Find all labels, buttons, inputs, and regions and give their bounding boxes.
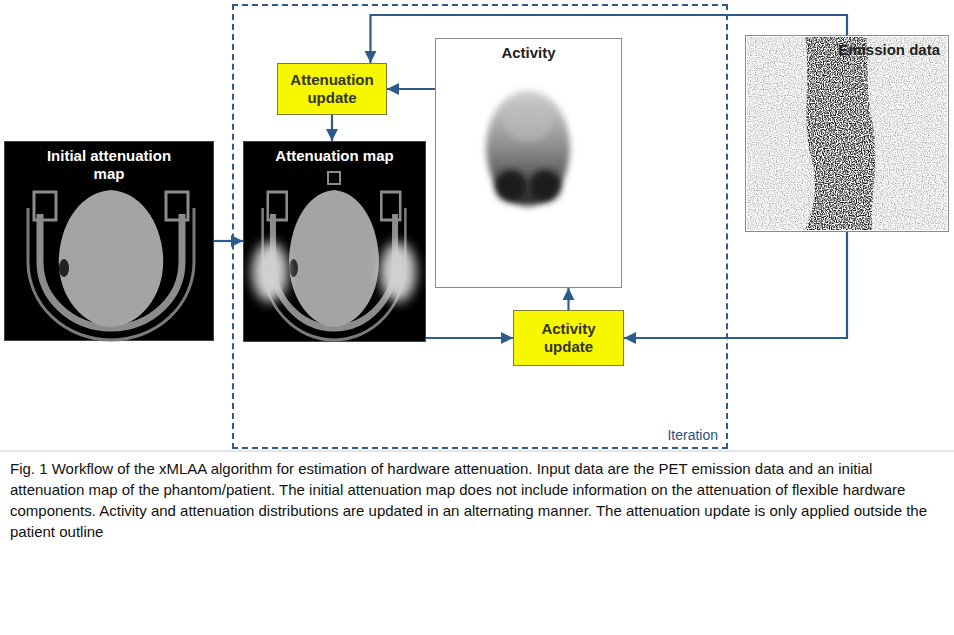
image-panel: Initial attenuation map (4, 141, 214, 341)
flow-arrow (214, 240, 243, 242)
caption-rule (0, 451, 954, 452)
map-head (252, 172, 416, 340)
node-label: Activity (501, 44, 555, 61)
image-panel: Emission data (745, 35, 949, 232)
node-label: Activity update (520, 320, 617, 356)
node-label: Attenuation update (284, 71, 380, 107)
figure-caption: Fig. 1 Workflow of the xMLAA algorithm f… (10, 458, 946, 542)
image-panel: Attenuation map (243, 141, 426, 342)
illustration-part (504, 98, 552, 142)
illustration-part (252, 242, 288, 302)
illustration-part (747, 37, 947, 230)
initial-head (28, 190, 194, 340)
iteration-frame: Iteration Attenuation update ActivityAtten… (232, 4, 728, 449)
flow-arrow (331, 115, 333, 141)
process-box: Activity update (513, 310, 624, 366)
illustration-part (495, 170, 527, 202)
node-label: Attenuation map (275, 147, 393, 165)
illustration-part (328, 172, 340, 184)
image-panel: Activity (435, 38, 622, 288)
flow-arrow (624, 232, 847, 338)
node-label: Iteration (667, 427, 718, 443)
sinogram (747, 37, 947, 230)
illustration-part (380, 242, 416, 302)
illustration-part (747, 37, 947, 230)
activity-brain (486, 90, 570, 206)
flow-arrow (387, 88, 435, 90)
illustration-part (486, 90, 570, 206)
node-label: Initial attenuation map (34, 147, 184, 183)
flow-arrow (567, 288, 569, 310)
flow-arrow (426, 337, 513, 339)
illustration-part (747, 37, 947, 230)
process-box: Attenuation update (277, 63, 387, 115)
illustration-part (263, 190, 406, 340)
illustration-part (529, 170, 561, 202)
illustration-part (747, 37, 947, 230)
node-label: Emission data (838, 41, 940, 58)
